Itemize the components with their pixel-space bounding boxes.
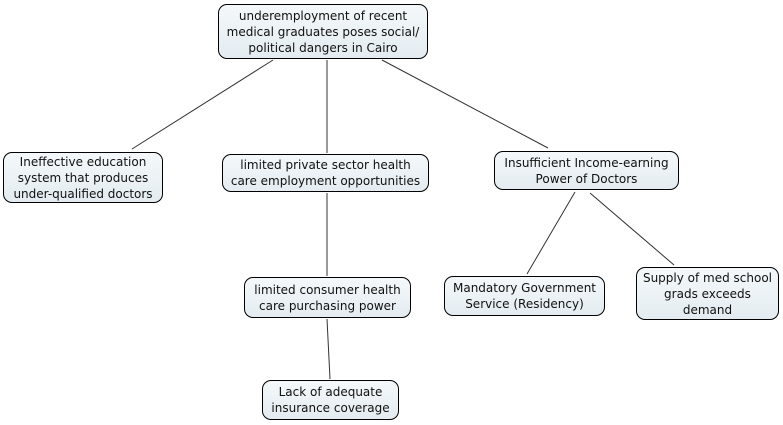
edge-purchasing-to-insurance [326,318,331,380]
concept-node-label: limited private sector health care emplo… [230,158,421,188]
concept-node-consumer-purchasing-power[interactable]: limited consumer health care purchasing … [244,277,411,318]
edge-income-to-mandatory [526,191,576,275]
concept-node-label: Supply of med school grads exceeds deman… [642,270,773,317]
concept-node-label: Mandatory Government Service (Residency) [452,281,596,311]
concept-node-label: underemployment of recent medical gradua… [226,8,420,55]
concept-node-label: limited consumer health care purchasing … [254,282,401,313]
concept-node-insufficient-income[interactable]: Insufficient Income-earning Power of Doc… [494,151,679,190]
concept-node-label: Lack of adequate insurance coverage [271,385,390,415]
concept-node-label: Insufficient Income-earning Power of Doc… [504,155,669,186]
concept-node-supply-exceeds-demand[interactable]: Supply of med school grads exceeds deman… [636,267,779,320]
concept-node-private-sector-employment[interactable]: limited private sector health care emplo… [222,154,429,192]
concept-node-insurance-coverage[interactable]: Lack of adequate insurance coverage [262,380,399,420]
concept-node-ineffective-education[interactable]: Ineffective education system that produc… [3,152,163,203]
concept-node-label: Ineffective education system that produc… [13,154,153,201]
concept-node-mandatory-government-service[interactable]: Mandatory Government Service (Residency) [444,276,605,316]
concept-node-underemployment[interactable]: underemployment of recent medical gradua… [218,4,428,59]
edge-root-to-income [381,59,549,149]
edge-income-to-supply [589,192,675,266]
edge-root-to-education [131,59,274,150]
